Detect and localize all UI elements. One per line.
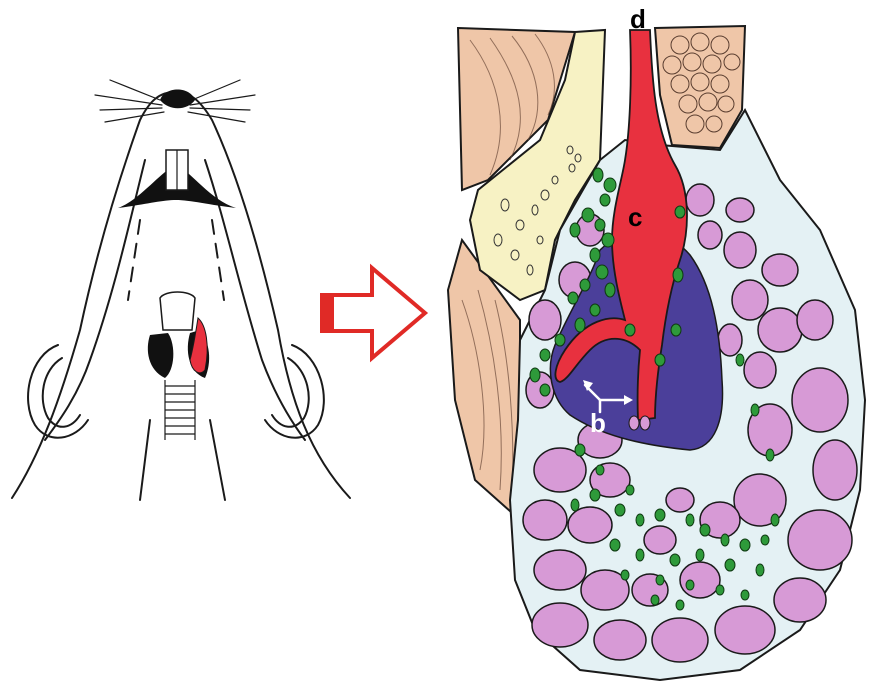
rodent-head-drawing xyxy=(12,80,350,500)
left-jaw-dash xyxy=(128,220,140,300)
neck-right xyxy=(210,420,225,500)
larynx xyxy=(160,292,195,330)
right-ear-inner xyxy=(272,358,309,427)
left-gland xyxy=(148,333,174,378)
label-c: c xyxy=(628,202,642,232)
neck-left xyxy=(140,420,150,500)
tissue-section xyxy=(448,26,865,680)
muscle-right xyxy=(655,26,745,148)
label-b: b xyxy=(590,408,606,438)
trachea xyxy=(165,380,195,440)
label-d: d xyxy=(630,4,646,34)
left-ear xyxy=(28,345,88,438)
right-arrow-icon xyxy=(322,268,425,358)
right-jaw-dash xyxy=(212,220,224,300)
